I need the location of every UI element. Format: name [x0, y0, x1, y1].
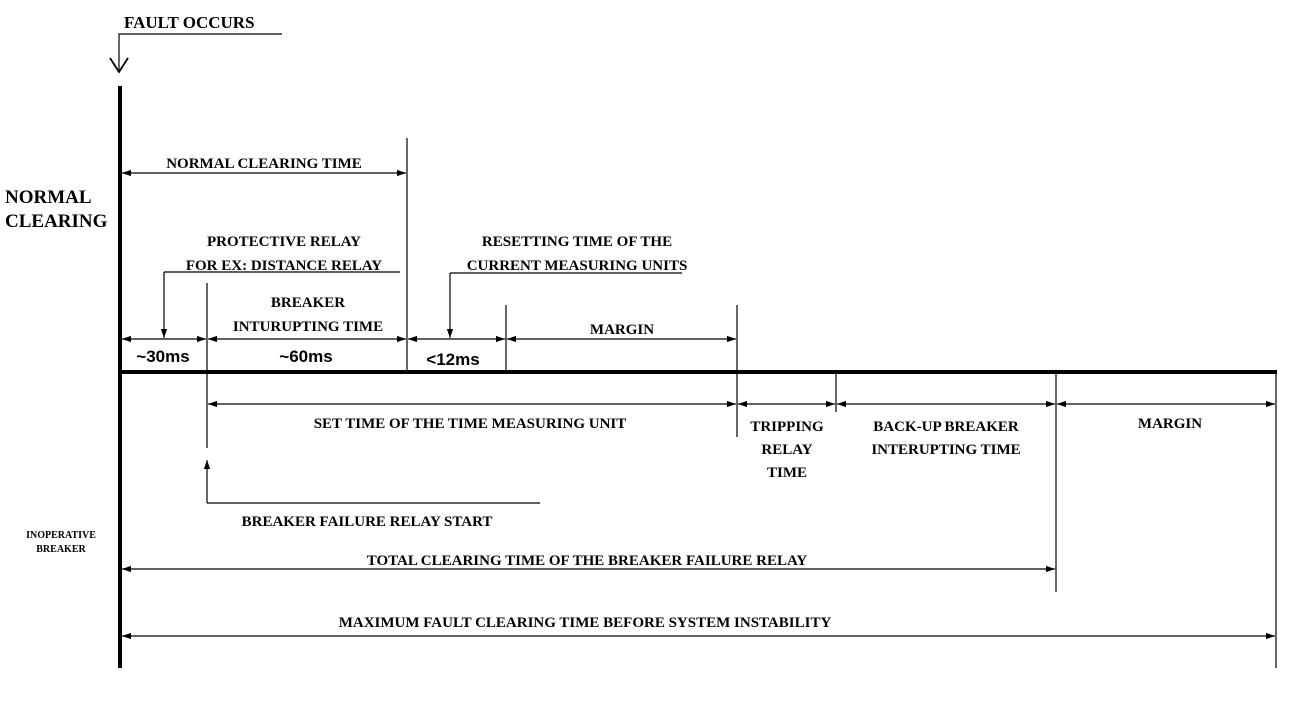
time-12ms: <12ms [426, 350, 479, 369]
margin-bottom-label: MARGIN [1138, 416, 1202, 432]
resetting-time-label-2: CURRENT MEASURING UNITS [467, 258, 688, 274]
time-60ms: ~60ms [279, 347, 332, 366]
bf-start-label: BREAKER FAILURE RELAY START [242, 514, 493, 530]
tripping-relay-label-3: TIME [767, 465, 807, 481]
normal-clearing-label-1: NORMAL [5, 187, 92, 208]
fault-occurs-label: FAULT OCCURS [124, 13, 255, 32]
tripping-relay-label-2: RELAY [761, 442, 812, 458]
protective-relay-label-1: PROTECTIVE RELAY [207, 234, 361, 250]
breaker-interrupting-label-1: BREAKER [271, 295, 345, 311]
total-clearing-label: TOTAL CLEARING TIME OF THE BREAKER FAILU… [367, 553, 808, 569]
backup-breaker-label-1: BACK-UP BREAKER [873, 419, 1019, 435]
tripping-relay-label-1: TRIPPING [750, 419, 824, 435]
fault-occurs-arrowhead [109, 57, 129, 74]
max-fault-label: MAXIMUM FAULT CLEARING TIME BEFORE SYSTE… [339, 615, 832, 631]
time-30ms: ~30ms [136, 347, 189, 366]
margin-top-label: MARGIN [590, 322, 654, 338]
normal-clearing-time-label: NORMAL CLEARING TIME [166, 156, 362, 172]
resetting-time-label-1: RESETTING TIME OF THE [482, 234, 672, 250]
inoperative-breaker-label-2: BREAKER [36, 544, 86, 555]
backup-breaker-label-2: INTERUPTING TIME [871, 442, 1020, 458]
set-time-label: SET TIME OF THE TIME MEASURING UNIT [314, 416, 627, 432]
fault-occurs-leader [118, 33, 282, 70]
normal-clearing-label-2: CLEARING [5, 211, 108, 232]
inoperative-breaker-label-1: INOPERATIVE [26, 530, 96, 541]
protective-relay-label-2: FOR EX: DISTANCE RELAY [186, 258, 382, 274]
breaker-interrupting-label-2: INTURUPTING TIME [233, 319, 383, 335]
